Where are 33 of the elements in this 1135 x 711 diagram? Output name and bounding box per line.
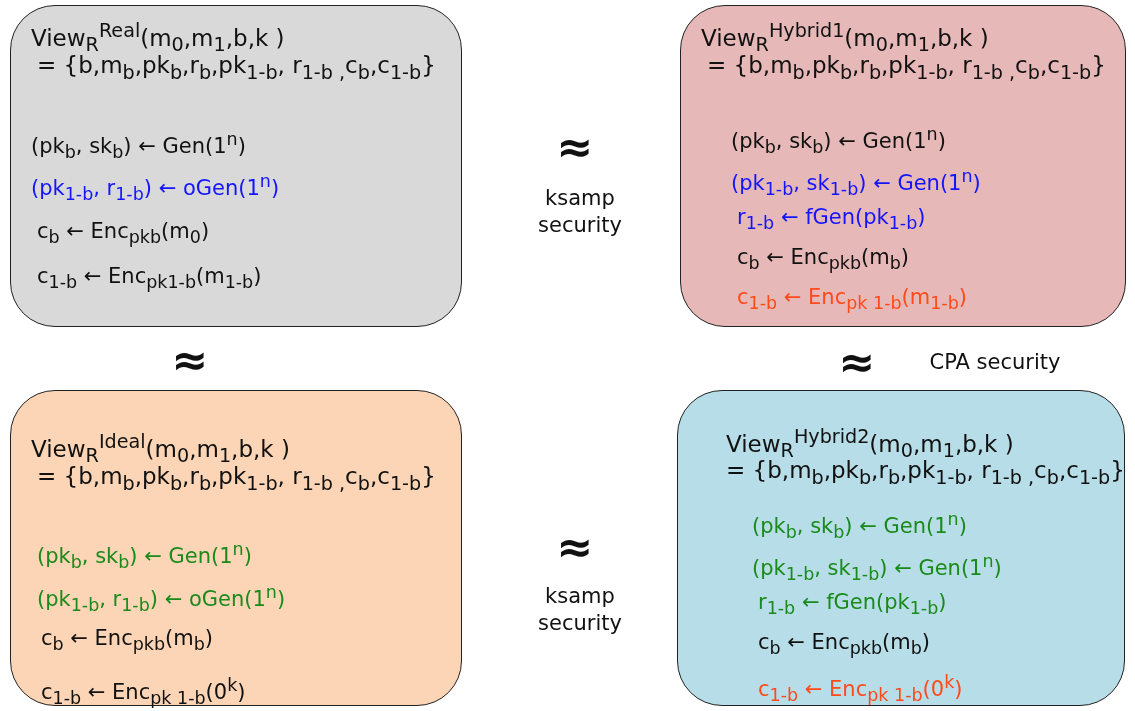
algorithm-line: c$_{1-b}$ ← Enc$_{pk 1-b}$(0$^{k}$) <box>758 671 963 708</box>
algorithm-line: r$_{1-b}$ ← fGen(pk$_{1-b}$) <box>737 204 926 236</box>
algorithm-line: c$_{1-b}$ ← Enc$_{pk 1-b}$(m$_{1-b}$) <box>737 284 967 316</box>
algorithm-line: c$_{1-b}$ ← Enc$_{pk 1-b}$(0$^{k}$) <box>41 674 246 711</box>
view-box <box>680 5 1126 327</box>
approx-sign: ≈ <box>555 125 595 169</box>
algorithm-line: (pk$_{1-b}$, sk$_{1-b}$) ← Gen(1$^{n}$) <box>731 165 981 202</box>
approx-sign: ≈ <box>837 340 877 384</box>
approx-sign: ≈ <box>555 525 595 569</box>
view-set-text: = {b,m$_{b}$,pk$_{b}$,r$_{b}$,pk$_{1-b}$, r$_{1-b ,}$c$_{b}$,c$_{1-b}$} <box>726 457 1125 491</box>
view-box <box>10 5 462 327</box>
algorithm-line: (pk$_{b}$, sk$_{b}$) ← Gen(1$^{n}$) <box>752 508 967 545</box>
approx-sign: ≈ <box>170 338 210 382</box>
view-set-text: = {b,m$_{b}$,pk$_{b}$,r$_{b}$,pk$_{1-b}$, r$_{1-b ,}$c$_{b}$,c$_{1-b}$} <box>37 463 436 497</box>
algorithm-line: c$_{1-b}$ ← Enc$_{pk1-b}$(m$_{1-b}$) <box>37 263 262 295</box>
algorithm-line: (pk$_{1-b}$, sk$_{1-b}$) ← Gen(1$^{n}$) <box>752 550 1002 587</box>
view-box <box>677 390 1125 706</box>
algorithm-line: r$_{1-b}$ ← fGen(pk$_{1-b}$) <box>758 589 947 621</box>
security-note: ksamp security <box>537 583 623 637</box>
algorithm-line: (pk$_{b}$, sk$_{b}$) ← Gen(1$^{n}$) <box>31 128 246 165</box>
view-set-text: = {b,m$_{b}$,pk$_{b}$,r$_{b}$,pk$_{1-b}$, r$_{1-b ,}$c$_{b}$,c$_{1-b}$} <box>37 52 436 86</box>
algorithm-line: c$_{b}$ ← Enc$_{pkb}$(m$_{b}$) <box>41 625 214 657</box>
view-set-text: = {b,m$_{b}$,pk$_{b}$,r$_{b}$,pk$_{1-b}$, r$_{1-b ,}$c$_{b}$,c$_{1-b}$} <box>707 52 1106 86</box>
algorithm-line: c$_{b}$ ← Enc$_{pkb}$(m$_{0}$) <box>37 218 210 250</box>
security-note: CPA security <box>928 349 1062 376</box>
algorithm-line: (pk$_{1-b}$, r$_{1-b}$) ← oGen(1$^{n}$) <box>37 581 286 618</box>
algorithm-line: c$_{b}$ ← Enc$_{pkb}$(m$_{b}$) <box>758 629 931 661</box>
algorithm-line: (pk$_{b}$, sk$_{b}$) ← Gen(1$^{n}$) <box>37 538 252 575</box>
algorithm-line: (pk$_{1-b}$, r$_{1-b}$) ← oGen(1$^{n}$) <box>31 170 280 207</box>
view-box <box>10 390 462 706</box>
algorithm-line: c$_{b}$ ← Enc$_{pkb}$(m$_{b}$) <box>737 244 910 276</box>
security-note: ksamp security <box>537 185 623 239</box>
algorithm-line: (pk$_{b}$, sk$_{b}$) ← Gen(1$^{n}$) <box>731 123 946 160</box>
